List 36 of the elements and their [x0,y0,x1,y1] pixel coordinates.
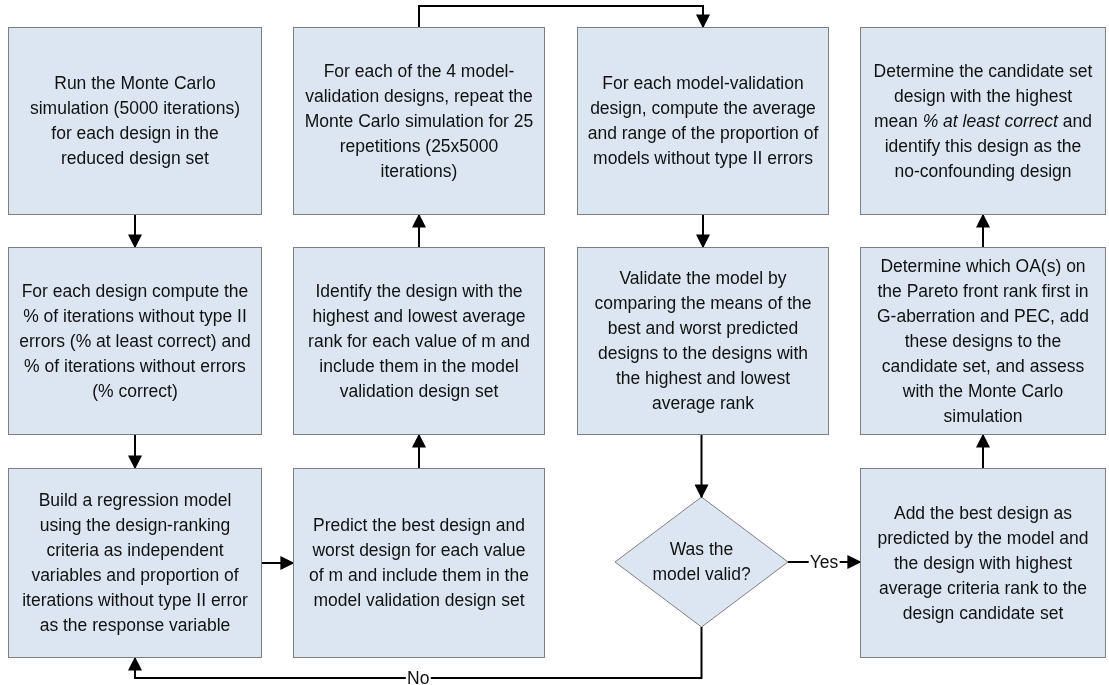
process-box [293,27,545,215]
box-text: For each of the 4 model-validation designs, repeat the Monte Carlo simulation for 25 repetitions (25x5000 iterations) [303,59,535,183]
box-text: Identify the design with the highest and lowest average rank for each value of m and include them in the model validation design set [307,279,531,403]
box-text: Determine which OA(s) on the Pareto front rank first in G-aberration and PEC, add these designs to the candidate set, and assess with the Monte Carlo simulation [875,254,1091,428]
arrow [412,213,426,248]
arrow [128,626,703,679]
arrow [976,433,990,469]
process-box [8,27,262,215]
box-text: Build a regression model using the design-ranking criteria as independent variables and proportion of iterations without type II error as the response variable [21,489,249,637]
arrow [261,556,295,570]
arrow [696,214,710,249]
process-box [860,468,1106,658]
process-box [293,247,545,435]
decision-diamond [614,496,789,628]
box-text: Determine the candidate set design with the highest mean % at least correct and identify this design as the no-confounding design [872,59,1094,183]
box-text: Add the best design as predicted by the model and the design with highest average criteria rank to the design candidate set [876,501,1090,625]
box-text: For each model-validation design, compute the average and range of the proportion of models without type II errors [587,72,819,170]
process-box [577,247,829,435]
process-box [8,468,262,658]
box-text: Run the Monte Carlo simulation (5000 iterations) for each design in the reduced design set [28,72,242,170]
process-box [577,27,829,215]
box-text: Predict the best design and worst design for each value of m and include them in the model validation design set [308,514,530,612]
box-text: Validate the model by comparing the means of the best and worst predicted designs to the designs with the highest and lowest average rank [593,267,813,415]
arrow [418,5,710,29]
arrow [976,213,990,248]
box-text: For each design compute the % of iterations without type II errors (% at least correct) and % of iterations without errors (% correct) [18,279,252,403]
arrow [412,433,426,469]
arrow [128,214,142,249]
arrow [694,434,709,499]
process-box [860,247,1106,435]
process-box [8,247,262,435]
box-text: Was the model valid? [651,538,752,586]
edge-label: No [406,668,431,685]
process-box [293,468,545,658]
arrow [128,434,142,470]
process-box [860,27,1106,215]
